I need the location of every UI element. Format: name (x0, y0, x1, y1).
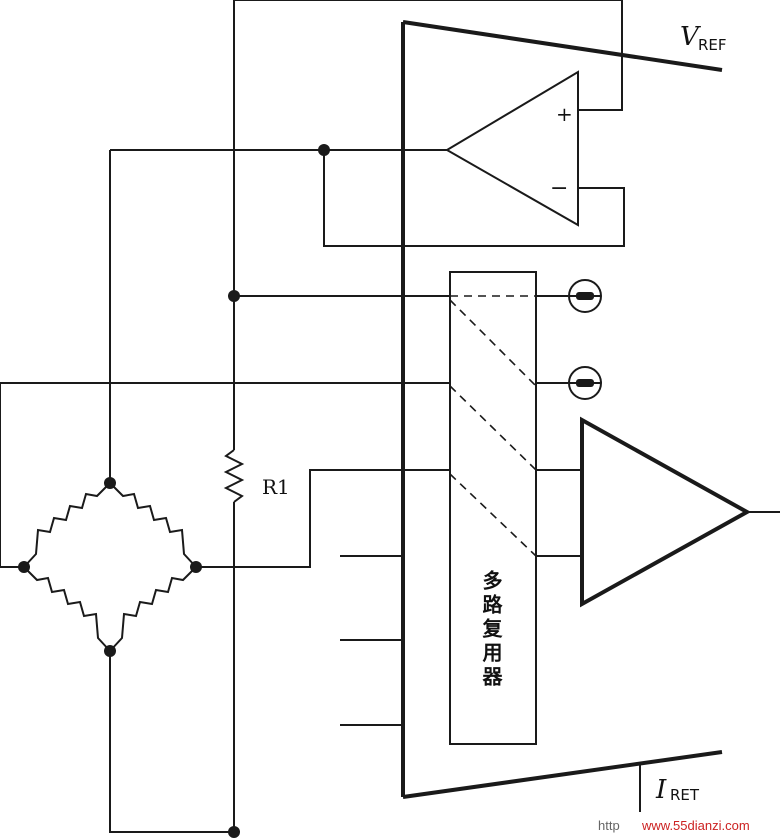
plus-label: + (556, 102, 573, 126)
adc-block-outline (401, 20, 723, 799)
bridge-wiring (0, 150, 450, 833)
reference-buffer-opamp: + − (110, 0, 625, 247)
iret-main: I (655, 775, 667, 805)
multiplexer-block: 多路复用器 (449, 271, 537, 745)
vref-main: V (680, 22, 701, 52)
wheatstone-bridge (23, 482, 197, 652)
mux-connections (536, 295, 582, 557)
r1-rail: R1 (223, 0, 450, 832)
watermark: http www.55dianzi.com (598, 818, 750, 833)
minus-label: − (550, 176, 568, 201)
instrumentation-amplifier (580, 416, 780, 608)
vref-label: V REF (680, 22, 727, 54)
junction-dots (18, 144, 330, 838)
iret-sub: RET (670, 786, 700, 804)
sensor-symbol-2 (568, 366, 602, 400)
sensor-symbol-1 (568, 279, 602, 313)
watermark-site: www.55dianzi.com (641, 818, 750, 833)
vref-sub: REF (698, 36, 727, 54)
watermark-prefix: http (598, 818, 620, 833)
r1-label: R1 (262, 475, 290, 499)
multiplexer-label: 多路复用器 (479, 569, 503, 690)
iret-label: I RET (639, 765, 700, 812)
